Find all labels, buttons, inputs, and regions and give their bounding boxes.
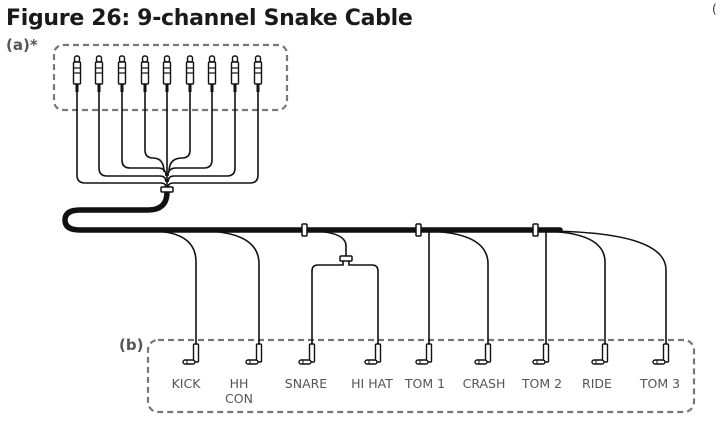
channel-label-hh-con: CON: [225, 391, 253, 406]
jack: [94, 55, 104, 92]
channel-label-tom1: TOM 1: [404, 376, 446, 391]
right-angle-jack: [532, 343, 550, 365]
right-angle-jack: [591, 343, 609, 365]
figure-title: Figure 26: 9-channel Snake Cable: [6, 6, 413, 31]
right-angle-jack: [245, 343, 263, 365]
corner-mark: (: [712, 2, 717, 16]
right-angle-jack: [182, 343, 200, 365]
jack: [72, 55, 82, 92]
channel-label-crash: CRASH: [462, 376, 506, 391]
right-angle-jack: [364, 343, 382, 365]
channel-label-hi-hat: HI HAT: [351, 376, 393, 391]
jack: [117, 55, 127, 92]
channel-label-tom2: TOM 2: [521, 376, 563, 391]
channel-label-ride: RIDE: [582, 376, 612, 391]
group-b-box: [146, 338, 696, 414]
jack: [140, 55, 150, 92]
input-jacks: [72, 55, 263, 92]
group-b-label: (b): [119, 336, 144, 354]
channel-label-tom3: TOM 3: [639, 376, 681, 391]
channel-label-snare: SNARE: [284, 376, 328, 391]
output-jacks: [182, 343, 670, 365]
right-angle-jack: [652, 343, 670, 365]
jack: [162, 55, 172, 92]
snake-trunk: [62, 189, 563, 233]
jack: [230, 55, 240, 92]
jack: [207, 55, 217, 92]
group-a-label: (a)*: [6, 36, 38, 54]
top-fanout-cables: [76, 92, 259, 189]
channel-leads: [149, 230, 667, 344]
jack: [253, 55, 263, 92]
jack: [185, 55, 195, 92]
channel-label-kick: KICK: [171, 376, 201, 391]
right-angle-jack: [415, 343, 433, 365]
group-a-box: [52, 43, 289, 112]
splitter-collars: [160, 186, 539, 262]
channel-label-hh: HH: [229, 376, 249, 391]
right-angle-jack: [474, 343, 492, 365]
right-angle-jack: [298, 343, 316, 365]
